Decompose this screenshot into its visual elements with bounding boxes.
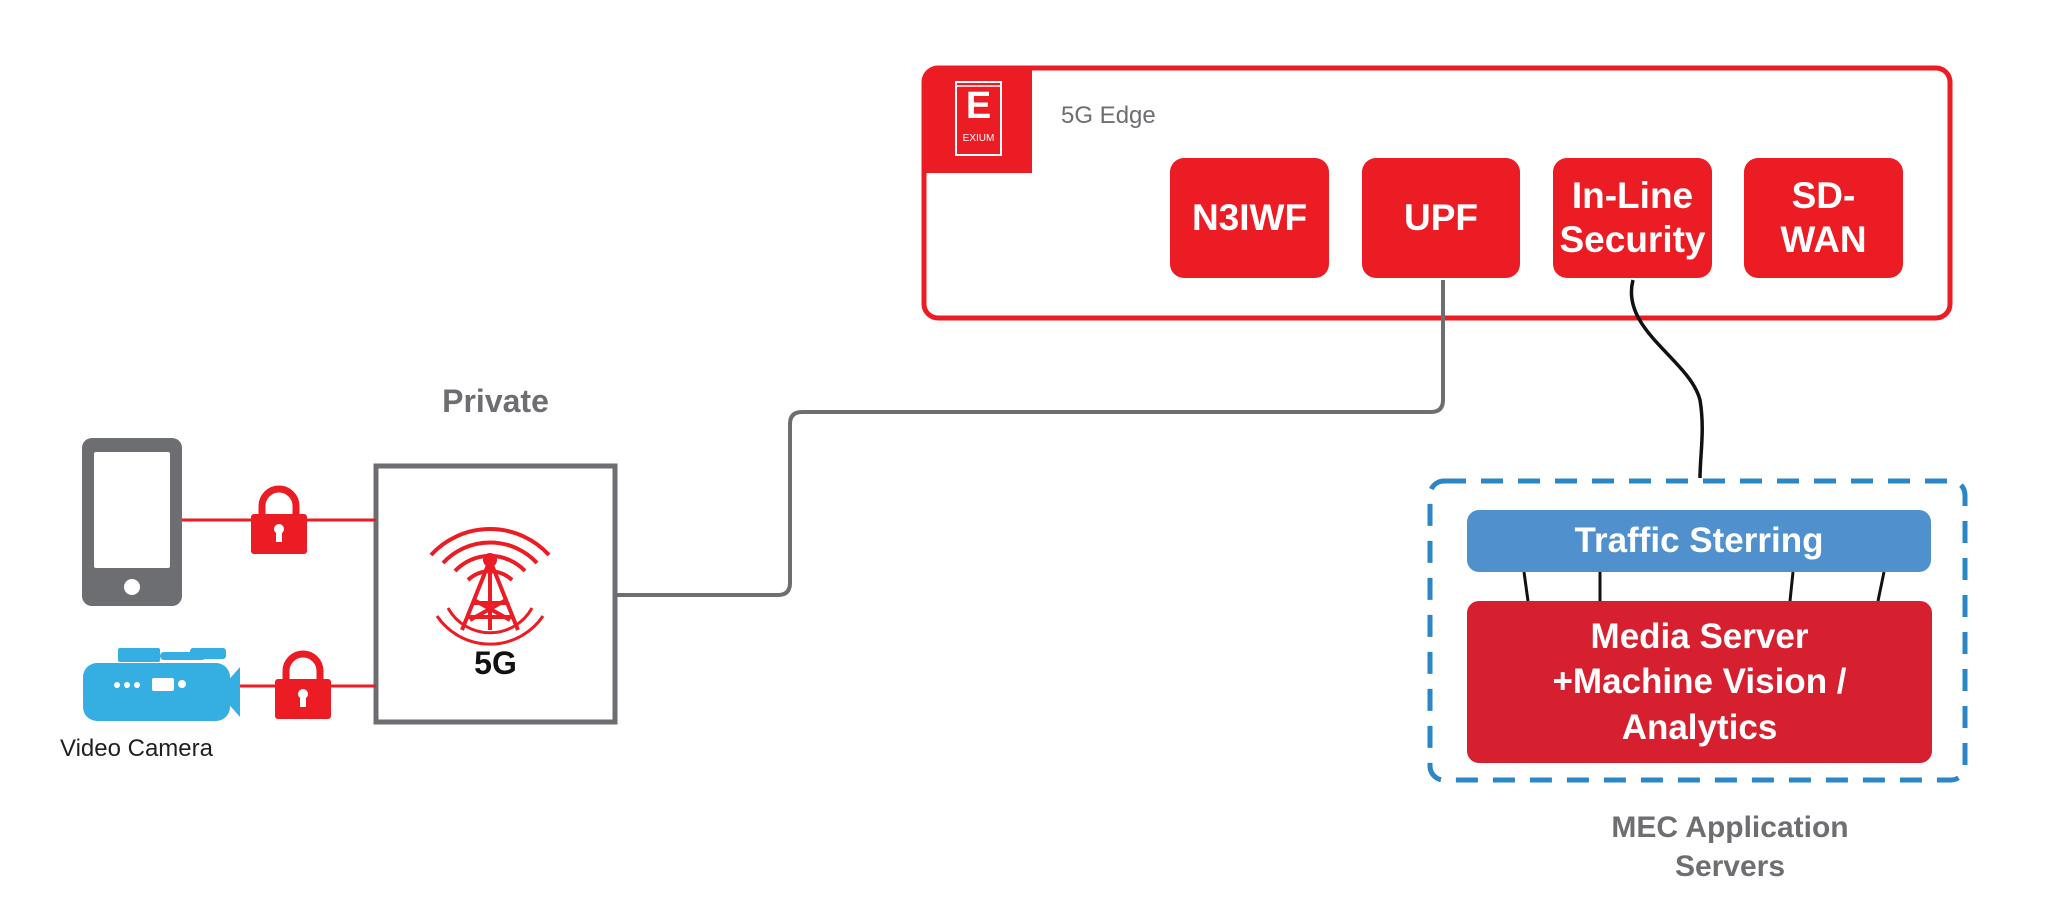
n3iwf-label: N3IWF: [1191, 197, 1308, 239]
5g-label: 5G: [474, 645, 517, 681]
tower-antenna: [483, 553, 497, 567]
edge-title: 5G Edge: [1061, 102, 1156, 129]
inline-security-label: In-Line Security: [1559, 175, 1706, 260]
lock-icon: [275, 650, 331, 719]
exium-logo-letter: E: [965, 85, 992, 127]
upf-label: UPF: [1404, 197, 1478, 239]
mec-caption: MEC Application Servers: [1611, 811, 1849, 883]
video-camera-label: Video Camera: [60, 735, 213, 762]
cell-tower-icon: [429, 527, 551, 646]
sd-wan-label: SD- WAN: [1780, 175, 1867, 260]
edge-container: [921, 65, 1953, 321]
media-server-label: Media Server +Machine Vision / Analytics: [1552, 616, 1847, 747]
exium-logo-bg: [924, 68, 1032, 173]
n3iwf-box: N3IWF: [1170, 158, 1329, 278]
steering-links: [1522, 571, 1886, 602]
phone-icon: [82, 438, 182, 606]
traffic-steering-label: Traffic Sterring: [1574, 521, 1824, 560]
upf-link: [616, 280, 1445, 597]
mec-container: [1427, 478, 1968, 783]
video-camera-icon: [83, 648, 240, 721]
inline-security-box: In-Line Security: [1553, 158, 1712, 278]
upf-box: UPF: [1362, 158, 1520, 278]
traffic-steering-bar: Traffic Sterring: [1467, 510, 1931, 572]
lock-icon: [251, 485, 307, 554]
private-5g-box: [373, 463, 618, 725]
sd-wan-box: SD- WAN: [1744, 158, 1903, 278]
exium-logo-text: EXIUM: [962, 133, 995, 144]
media-server-box: Media Server +Machine Vision / Analytics: [1467, 601, 1932, 763]
private-label: Private: [442, 383, 549, 419]
exium-logo-frame: [955, 81, 1002, 156]
security-link: [1629, 279, 1704, 479]
